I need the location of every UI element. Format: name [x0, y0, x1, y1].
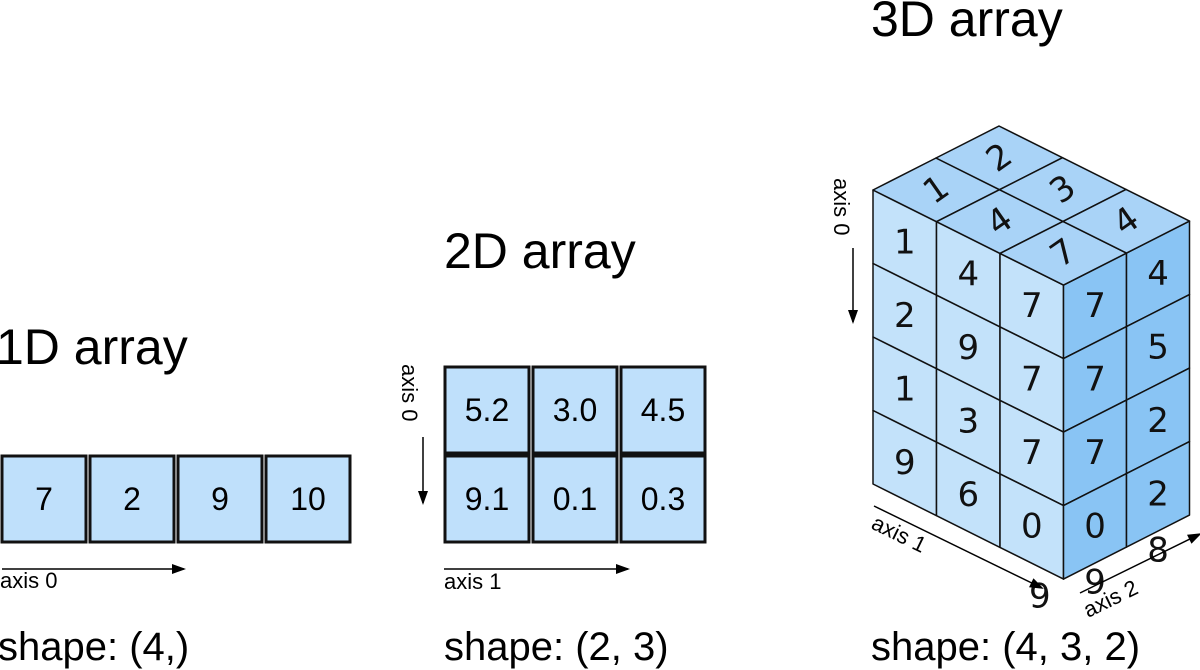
- cell-2d-1-1: [531, 454, 619, 544]
- cube-front-value: 1: [894, 223, 916, 263]
- cube-front-value: 2: [894, 296, 916, 336]
- shape-label-3d: shape: (4, 3, 2): [871, 625, 1140, 669]
- cube-front-value: 7: [1021, 433, 1043, 473]
- array-2d: 5.2 3.0 4.5 9.1 0.1 0.3: [443, 365, 707, 544]
- cube-side-value: 7: [1084, 359, 1106, 399]
- title-3d: 3D array: [871, 0, 1063, 47]
- cube-side-value: 7: [1084, 286, 1106, 326]
- cell-2d-1-0: [443, 454, 531, 544]
- cell-2d-value-1-1: 0.1: [553, 481, 597, 517]
- cube-side-value: 2: [1147, 474, 1169, 514]
- axis-0-label-1d: axis 0: [0, 568, 57, 593]
- cell-2d-value-0-2: 4.5: [641, 392, 685, 428]
- cell-2d-0-0: [443, 365, 531, 455]
- cube-front-value: 3: [957, 401, 979, 441]
- cell-2d-value-0-0: 5.2: [465, 392, 509, 428]
- title-1d: 1D array: [0, 319, 188, 375]
- axis-0-label-2d: axis 0: [397, 364, 422, 421]
- title-2d: 2D array: [444, 223, 636, 279]
- cell-1d-3: [264, 454, 352, 544]
- cell-1d-value-1: 2: [123, 481, 141, 517]
- cell-2d-0-2: [619, 365, 707, 455]
- cube-side-value: 4: [1147, 254, 1169, 294]
- cube-side-value: 0: [1084, 506, 1106, 546]
- shape-label-1d: shape: (4,): [0, 625, 189, 669]
- array-1d: 7 2 9 10: [0, 454, 352, 544]
- cube-front-value: 1: [894, 370, 916, 410]
- cell-1d-value-0: 7: [35, 481, 53, 517]
- cube-top-cell: [1062, 188, 1191, 254]
- cell-2d-value-0-1: 3.0: [553, 392, 597, 428]
- cube-front-value: 0: [1021, 507, 1043, 547]
- cube-side-cell: [1125, 440, 1191, 548]
- cube-front-value: 6: [957, 475, 979, 515]
- axis-0-label-3d: axis 0: [829, 178, 854, 235]
- cube-side-value: 2: [1147, 401, 1169, 441]
- cell-1d-1: [88, 454, 176, 544]
- cell-2d-0-1: [531, 365, 619, 455]
- cube-side-value: 8: [1147, 530, 1169, 570]
- axis-1-label-3d: axis 1: [868, 510, 931, 558]
- cube-front-value: 9: [894, 443, 916, 483]
- cell-2d-value-1-0: 9.1: [465, 481, 509, 517]
- cell-2d-1-2: [619, 454, 707, 544]
- cube-front-value: 9: [957, 328, 979, 368]
- cell-1d-2: [176, 454, 264, 544]
- cube-front-value: 4: [957, 254, 979, 294]
- cube-front-value: 7: [1021, 360, 1043, 400]
- axis-1-arrow-3d: [873, 505, 1044, 589]
- cell-1d-value-3: 10: [290, 481, 326, 517]
- cube-side-value: 7: [1084, 433, 1106, 473]
- cell-1d-0: [0, 454, 88, 544]
- cell-1d-value-2: 9: [211, 481, 229, 517]
- cell-2d-value-1-2: 0.3: [641, 481, 685, 517]
- axis-1-label-2d: axis 1: [444, 569, 501, 594]
- axis-2-arrow-3d: [1079, 533, 1200, 594]
- cube-side-value: 5: [1147, 327, 1169, 367]
- cube-front-value: 7: [1021, 286, 1043, 326]
- shape-label-2d: shape: (2, 3): [444, 625, 669, 669]
- cube-side-value: 9: [1084, 562, 1106, 602]
